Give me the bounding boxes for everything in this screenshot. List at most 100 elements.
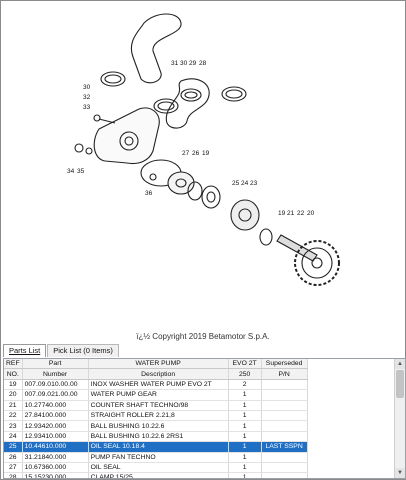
cell-desc: INOX WASHER WATER PUMP EVO 2T [88,379,229,391]
cell-qty: 2 [228,379,262,391]
cell-qty: 1 [228,441,262,453]
cell-sup: LAST SSPN [261,441,308,453]
scroll-up-icon[interactable]: ▲ [395,359,405,369]
parts-table-container: REF Part WATER PUMP EVO 2T Superseded NO… [3,358,406,479]
cell-part: 10.27740.000 [22,400,89,411]
callout-label[interactable]: 26 [192,150,200,157]
cell-desc: OIL SEAL [88,462,229,474]
cell-sup [261,462,308,474]
cell-qty: 1 [228,420,262,432]
cell-part: 007.09.010.00.00 [22,379,89,391]
cell-desc: WATER PUMP GEAR [88,389,229,401]
cell-part: 15.15230.000 [22,472,89,478]
callout-label[interactable]: 33 [83,104,91,111]
cell-sup [261,389,308,401]
scroll-down-icon[interactable]: ▼ [395,468,405,478]
callout-label[interactable]: 19 [202,150,210,157]
column-header[interactable]: REF [4,359,23,370]
callout-label[interactable]: 32 [83,94,91,101]
cell-ref: 20 [4,389,23,401]
callout-label[interactable]: 21 [287,210,295,217]
parts-table: REF Part WATER PUMP EVO 2T Superseded NO… [4,359,308,478]
callout-label[interactable]: 27 [182,150,190,157]
cell-ref: 24 [4,431,23,443]
callout-label[interactable]: 30 [180,60,188,67]
cell-qty: 1 [228,400,262,411]
column-header[interactable]: Description [88,368,229,380]
cell-ref: 25 [4,441,23,453]
cell-part: 10.67360.000 [22,462,89,474]
cell-ref: 19 [4,379,23,391]
cell-part: 31.21840.000 [22,452,89,463]
callout-label[interactable]: 23 [250,180,258,187]
callout-label[interactable]: 29 [189,60,197,67]
callout-label[interactable]: 19 [278,210,286,217]
cell-sup [261,379,308,391]
vertical-scrollbar[interactable]: ▲ ▼ [394,359,405,478]
cell-part: 27.84100.000 [22,410,89,422]
callout-label[interactable]: 30 [83,84,91,91]
column-header[interactable]: WATER PUMP [88,359,229,370]
cell-desc: OIL SEAL 10.18.4 [88,441,229,453]
cell-desc: BALL BUSHING 10.22.6 2RS1 [88,431,229,443]
column-header[interactable]: NO. [4,368,23,380]
cell-sup [261,452,308,463]
cell-sup [261,400,308,411]
callout-label[interactable]: 28 [199,60,207,67]
cell-sup [261,420,308,432]
callout-label[interactable]: 24 [241,180,249,187]
callout-label[interactable]: 31 [171,60,179,67]
cell-ref: 21 [4,400,23,411]
cell-ref: 28 [4,472,23,478]
column-header[interactable]: Superseded [261,359,308,370]
callout-label[interactable]: 34 [67,168,75,175]
column-header[interactable]: Part [22,359,89,370]
callout-label[interactable]: 25 [232,180,240,187]
copyright-notice: ï¿½ Copyright 2019 Betamotor S.p.A. [136,332,270,341]
tab-parts-list[interactable]: Parts List [3,344,47,357]
callout-label[interactable]: 22 [297,210,305,217]
callout-label[interactable]: 20 [307,210,315,217]
cell-part: 10.44610.000 [22,441,89,453]
cell-sup [261,410,308,422]
callout-label[interactable]: 35 [77,168,85,175]
cell-part: 12.93410.000 [22,431,89,443]
column-header[interactable]: 250 [228,368,262,380]
cell-desc: PUMP FAN TECHNO [88,452,229,463]
callout-label[interactable]: 36 [145,190,153,197]
scrollbar-thumb[interactable] [396,370,404,398]
column-header[interactable]: P/N [261,368,308,380]
cell-ref: 22 [4,410,23,422]
column-header[interactable]: EVO 2T [228,359,262,370]
cell-qty: 1 [228,452,262,463]
tab-bar: Parts List Pick List (0 Items) [3,344,120,357]
cell-qty: 1 [228,410,262,422]
cell-sup [261,472,308,478]
cell-part: 007.09.021.00.00 [22,389,89,401]
cell-desc: BALL BUSHING 10.22.6 [88,420,229,432]
tab-pick-list[interactable]: Pick List (0 Items) [47,344,119,357]
cell-ref: 27 [4,462,23,474]
cell-qty: 1 [228,472,262,478]
cell-desc: CLAMP 15/25 [88,472,229,478]
cell-ref: 26 [4,452,23,463]
cell-qty: 1 [228,431,262,443]
cell-qty: 1 [228,462,262,474]
cell-sup [261,431,308,443]
cell-desc: COUNTER SHAFT TECHNO/98 [88,400,229,411]
exploded-parts-diagram[interactable]: 30 32 33 31 30 29 28 27 26 19 25 24 23 3… [1,1,405,329]
column-header[interactable]: Number [22,368,89,380]
cell-part: 12.93420.000 [22,420,89,432]
cell-qty: 1 [228,389,262,401]
